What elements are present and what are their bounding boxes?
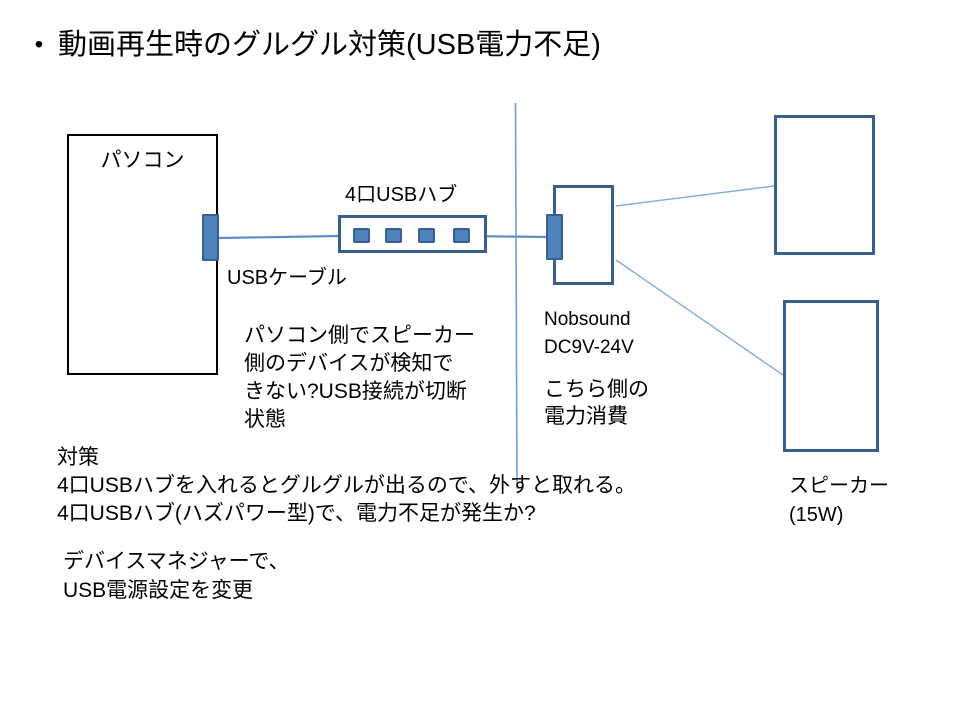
speaker-label: スピーカー (15W) — [789, 472, 889, 530]
hub-label: 4口USBハブ — [345, 184, 458, 206]
hub-port-1 — [353, 228, 370, 243]
pc-usb-port — [202, 214, 219, 261]
amplifier-name: Nobsound — [544, 309, 631, 330]
countermeasure-heading: 対策 — [57, 446, 99, 469]
slide-title-row: • 動画再生時のグルグル対策(USB電力不足) — [20, 26, 601, 64]
usb-cable-line-pc-to-hub — [218, 234, 341, 240]
amplifier-label: Nobsound DC9V-24V — [544, 306, 634, 362]
speaker-box-bottom — [783, 300, 879, 452]
detect-issue-line: パソコン側でスピーカー — [244, 324, 475, 347]
speaker-name: スピーカー — [789, 475, 889, 497]
speaker-wire-top — [615, 185, 775, 207]
device-manager-line: デバイスマネジャーで、 — [63, 550, 290, 573]
detect-issue-note: パソコン側でスピーカー 側のデバイスが検知で きない?USB接続が切断 状態 — [244, 322, 475, 434]
amplifier-voltage: DC9V-24V — [544, 337, 634, 358]
pc-label: パソコン — [100, 149, 185, 172]
countermeasure-line: 4口USBハブを入れるとグルグルが出るので、外すと取れる。 — [57, 474, 637, 497]
amplifier-power-note: こちら側の 電力消費 — [544, 376, 649, 430]
device-manager-note: デバイスマネジャーで、 USB電源設定を変更 — [63, 547, 290, 605]
bullet-icon: • — [34, 31, 44, 58]
hub-port-3 — [418, 228, 435, 243]
countermeasure-block: 対策 4口USBハブを入れるとグルグルが出るので、外すと取れる。 4口USBハブ… — [57, 444, 636, 528]
speaker-wire-bottom — [615, 259, 784, 376]
hub-port-2 — [385, 228, 402, 243]
detect-issue-line: きない?USB接続が切断 — [244, 380, 467, 403]
speaker-wattage: (15W) — [789, 504, 844, 526]
power-note-line: 電力消費 — [544, 405, 628, 428]
detect-issue-line: 側のデバイスが検知で — [244, 352, 454, 375]
slide-title: 動画再生時のグルグル対策(USB電力不足) — [58, 29, 601, 61]
hub-port-4 — [453, 228, 470, 243]
detect-issue-line: 状態 — [244, 408, 286, 431]
amplifier-usb-port — [546, 214, 563, 260]
device-manager-line: USB電源設定を変更 — [63, 579, 254, 602]
usb-hub-box — [338, 215, 487, 253]
pc-box: パソコン — [67, 134, 218, 375]
vertical-divider-line — [514, 102, 518, 490]
speaker-box-top — [774, 115, 875, 255]
power-note-line: こちら側の — [544, 378, 649, 401]
usb-cable-label: USBケーブル — [227, 267, 347, 289]
countermeasure-line: 4口USBハブ(ハズパワー型)で、電力不足が発生か? — [57, 502, 536, 525]
